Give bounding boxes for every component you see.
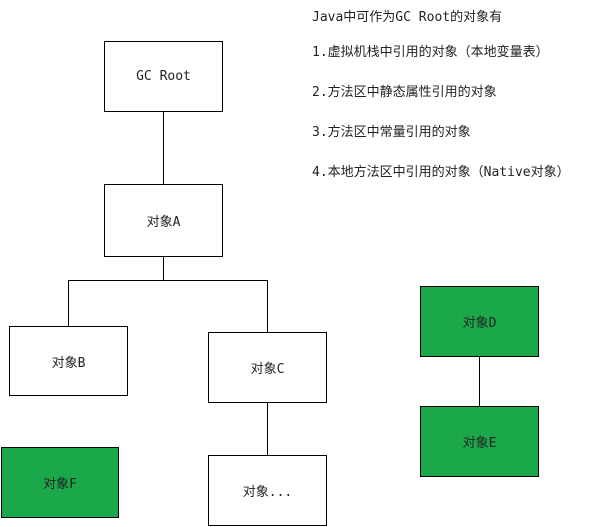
node-object-c: 对象C: [208, 332, 327, 403]
node-object-more: 对象...: [208, 455, 327, 526]
node-object-b: 对象B: [9, 326, 128, 396]
node-object-a: 对象A: [104, 184, 223, 257]
legend-title: Java中可作为GC Root的对象有: [312, 10, 503, 25]
edge-c-more: [267, 402, 268, 455]
legend-item: 3.方法区中常量引用的对象: [312, 125, 471, 140]
node-object-d: 对象D: [420, 286, 539, 357]
node-object-f: 对象F: [1, 447, 119, 518]
edge-branch-horizontal: [68, 280, 268, 281]
legend-item: 4.本地方法区中引用的对象（Native对象）: [312, 165, 570, 180]
legend-item: 2.方法区中静态属性引用的对象: [312, 85, 497, 100]
edge-gcroot-a: [163, 111, 164, 184]
gc-root-legend: Java中可作为GC Root的对象有 1.虚拟机栈中引用的对象（本地变量表） …: [312, 6, 570, 201]
legend-item: 1.虚拟机栈中引用的对象（本地变量表）: [312, 45, 549, 60]
edge-a-branch: [163, 256, 164, 280]
edge-branch-b: [68, 280, 69, 326]
node-gc-root: GC Root: [104, 41, 223, 112]
edge-branch-c: [267, 280, 268, 332]
edge-d-e: [479, 356, 480, 406]
legend-list: 1.虚拟机栈中引用的对象（本地变量表） 2.方法区中静态属性引用的对象 3.方法…: [312, 41, 570, 180]
node-object-e: 对象E: [420, 406, 539, 477]
